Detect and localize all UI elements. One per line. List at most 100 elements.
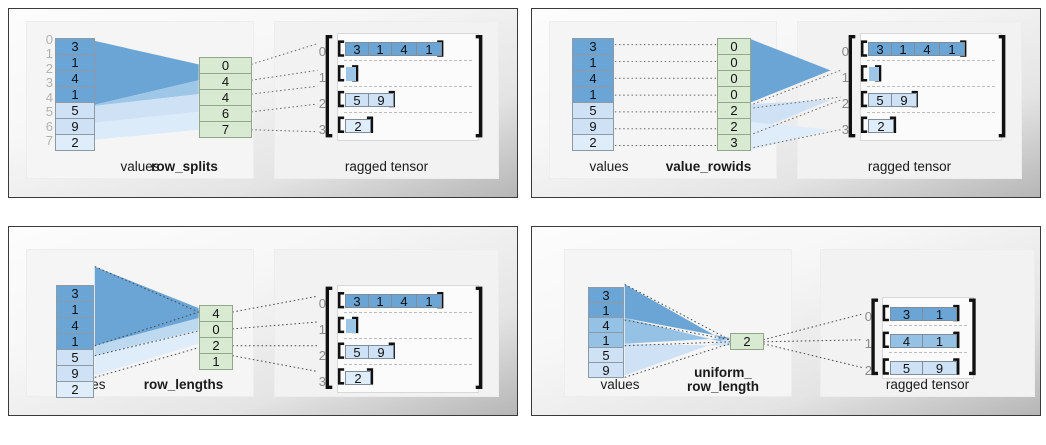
tensor-cell: 4 [890,334,923,348]
encoding-label-2: row_lengths [143,377,224,392]
encoding-cell: 0 [717,38,751,55]
encoding-cell: 0 [717,86,751,103]
value-cell: 4 [55,70,95,87]
tensor-cell: 5 [890,361,923,375]
encoding-cell: 6 [199,105,252,122]
value-cell: 5 [572,102,614,119]
tensor-cell: 9 [922,361,957,375]
encoding-cell: 0 [199,57,252,74]
value-cell: 4 [56,317,94,334]
value-cell: 5 [588,347,624,363]
row-index: 1 [318,322,326,337]
values-column-0: 3 1 4 1 5 9 2 [55,38,95,151]
tensor-label-3: ragged tensor [885,377,970,392]
row-index: 1 [864,336,872,351]
value-cell: 1 [56,301,94,318]
tensor-cell-empty [346,319,356,333]
encoding-cell: 2 [717,102,751,119]
value-cell: 5 [56,349,94,366]
values-column-3: 3 1 4 1 5 9 [588,287,624,378]
value-index: 5 [45,104,53,120]
value-cell: 9 [55,118,95,135]
value-cell: 3 [572,38,614,55]
tensor-cell: 9 [891,93,917,107]
value-index-column-0: 0 1 2 3 4 5 6 7 [41,33,53,147]
tensor-cell: 4 [391,42,417,56]
value-index: 4 [45,89,53,105]
value-cell: 1 [588,302,624,318]
row-index: 3 [318,122,326,137]
row-index: 3 [318,374,326,389]
encoding-cell: 4 [199,305,233,322]
values-column-2: 3 1 4 1 5 9 2 [56,285,94,398]
encoding-label-1: value_rowids [665,159,752,174]
value-cell: 2 [55,134,95,151]
value-cell: 3 [588,287,624,303]
tensor-cell: 1 [922,307,957,321]
value-cell: 5 [55,102,95,119]
tensor-cell-empty [869,67,879,81]
row-index: 1 [841,70,849,85]
row-index: 2 [318,348,326,363]
value-cell: 9 [572,118,614,135]
row-index: 0 [318,296,326,311]
tensor-cell: 5 [868,93,892,107]
panel-row-lengths: values row_lengths ragged tensor [8,226,518,416]
panel-row-splits: values row_splits ragged tensor [8,8,518,198]
value-index: 0 [45,32,53,47]
value-cell: 9 [56,365,94,382]
row-index: 1 [318,70,326,85]
value-index: 7 [45,132,53,148]
tensor-cell: 1 [922,334,957,348]
encoding-column-1: 0 0 0 0 2 2 3 [717,38,751,151]
encoding-cell: 1 [199,353,233,370]
tensor-cell: 4 [914,42,940,56]
encoding-label-0: row_splits [151,159,218,174]
values-label-0: values [120,159,160,174]
tensor-label-0: ragged tensor [344,159,429,174]
encoding-cell: 4 [199,89,252,106]
encoding-column-3: 2 [730,333,764,350]
encoding-cell: 4 [199,73,252,90]
tensor-cell: 2 [345,119,371,133]
value-cell: 9 [588,362,624,378]
encoding-label-3: uniform_ row_length [686,365,759,394]
tensor-cell: 5 [345,345,369,359]
tensor-cell: 1 [416,294,442,308]
value-cell: 1 [572,54,614,71]
encoding-cell: 2 [730,333,764,350]
encoding-cell: 0 [717,54,751,71]
row-index: 2 [841,96,849,111]
value-cell: 2 [572,134,614,151]
encoding-cell: 2 [717,118,751,135]
tensor-cell: 1 [891,42,915,56]
row-index: 0 [841,44,849,59]
value-cell: 1 [56,333,94,350]
row-index: 2 [864,363,872,378]
value-cell: 1 [572,86,614,103]
value-cell: 4 [572,70,614,87]
encoding-cell: 0 [199,321,233,338]
value-index: 1 [45,46,53,62]
tensor-cell: 2 [868,119,894,133]
value-index: 2 [45,60,53,76]
tensor-cell: 3 [345,294,369,308]
tensor-cell: 1 [939,42,965,56]
tensor-cell-empty [346,67,356,81]
row-index: 2 [318,96,326,111]
value-cell: 1 [55,54,95,71]
value-index: 6 [45,118,53,134]
encoding-cell: 7 [199,121,252,138]
row-index: 0 [864,309,872,324]
value-cell: 4 [588,317,624,333]
tensor-cell: 3 [868,42,892,56]
panel-value-rowids: values value_rowids ragged tensor [531,8,1041,198]
tensor-cell: 9 [368,93,394,107]
value-cell: 2 [56,381,94,398]
encoding-column-2: 4 0 2 1 [199,305,233,370]
value-cell: 3 [56,285,94,302]
tensor-cell: 1 [368,294,392,308]
tensor-cell: 3 [345,42,369,56]
values-label-1: values [589,159,629,174]
